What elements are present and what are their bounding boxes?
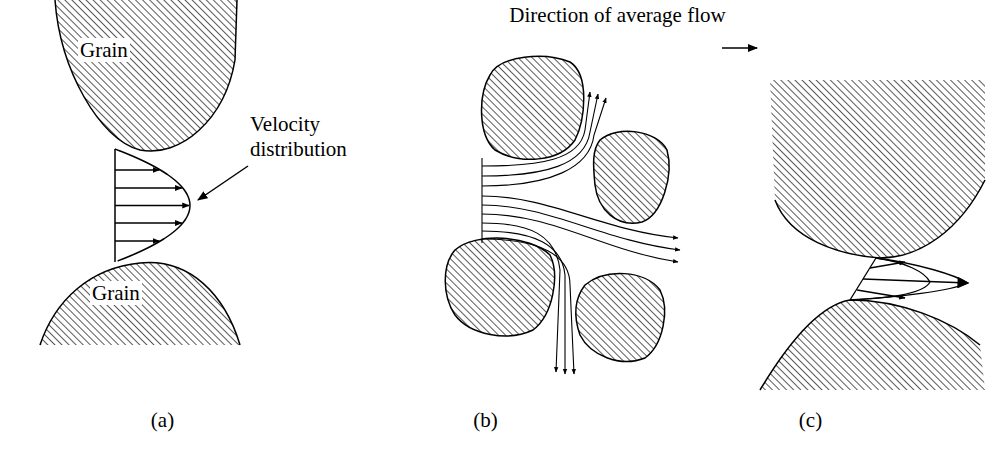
panel-letter: (c)	[788, 408, 833, 433]
panel-letter: (b)	[463, 408, 508, 433]
grain-cluster-b	[445, 56, 669, 361]
grain-outline	[35, 255, 250, 350]
streamlines-b	[482, 92, 680, 374]
velocity-label: Velocity distribution	[250, 112, 365, 162]
velocity-profile-a	[115, 149, 248, 262]
velocity-profile-c	[850, 258, 968, 300]
panel-letter: (a)	[140, 408, 185, 433]
average-flow-arrow	[722, 47, 757, 49]
flow-direction-label: Direction of average flow	[505, 3, 730, 28]
grain-label: Grain	[90, 281, 142, 305]
grain-pair-c	[760, 80, 985, 390]
grain-shape: Grain	[35, 255, 250, 350]
grain-shape: Grain	[50, 0, 245, 160]
grain-label: Grain	[78, 38, 130, 62]
grain-outline	[50, 0, 245, 160]
